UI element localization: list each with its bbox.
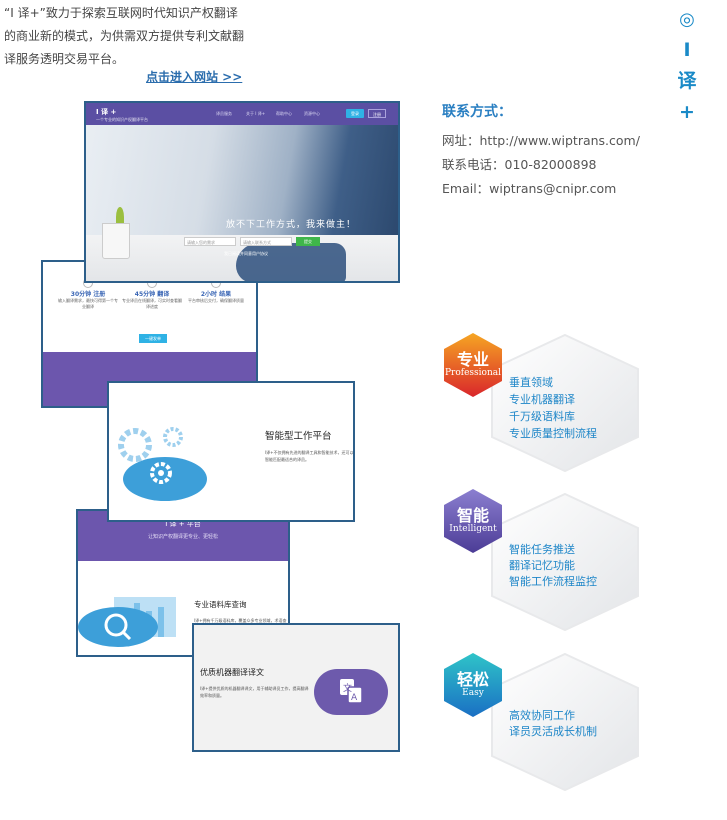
one-click-order-button[interactable]: 一键发单 <box>139 334 167 343</box>
pen-cup <box>102 223 130 259</box>
agreement-checkbox[interactable]: 我已阅读并同意用户协议 <box>224 251 268 256</box>
vertical-brand: ◎ I 译 + <box>676 4 698 128</box>
contact-email[interactable]: Email：wiptrans@cnipr.com <box>442 181 617 196</box>
svg-text:A: A <box>351 693 358 703</box>
submit-button[interactable]: 提交 <box>296 237 320 246</box>
badge-professional: 专业 Professional <box>440 332 506 398</box>
hero-slogan: 放不下工作方式，我来做主！ <box>226 220 357 230</box>
feature-item: 垂直领域 <box>509 376 553 389</box>
contact-input[interactable]: 请输入联系方式 <box>240 237 292 246</box>
feature-item: 高效协同工作 <box>509 709 575 722</box>
feature-item: 翻译记忆功能 <box>509 559 575 572</box>
nav-item-2[interactable]: 关于 I 译+ <box>246 111 266 116</box>
need-input[interactable]: 请输入您的需求 <box>184 237 236 246</box>
feature-desc: I译+不仅拥有先进的翻译工具和智能技术，还可以智能匹配最适合的译员。 <box>265 450 354 462</box>
site-logo: I 译 + 一个专业的知识产权翻译平台 <box>96 108 148 122</box>
contact-title: 联系方式： <box>442 104 512 120</box>
feature-item: 专业机器翻译 <box>509 393 575 406</box>
enter-site-link[interactable]: 点击进入网站 >> <box>146 70 243 84</box>
feature-desc: I译+提供优质的机器翻译译文，用于辅助译员工作，提高翻译效率和质量。 <box>200 686 309 698</box>
nav-item-4[interactable]: 资源中心 <box>304 111 320 116</box>
site-navbar: I 译 + 一个专业的知识产权翻译平台 译员服务 关于 I 译+ 帮助中心 资源… <box>86 103 398 125</box>
contact-website[interactable]: 网址：http://www.wiptrans.com/ <box>442 133 640 148</box>
register-button[interactable]: 注册 <box>368 109 386 118</box>
feature-item: 专业质量控制流程 <box>509 427 597 440</box>
ring-icon: ◎ <box>679 9 695 30</box>
screenshot-smart-platform: 智能型工作平台 I译+不仅拥有先进的翻译工具和智能技术，还可以智能匹配最适合的译… <box>107 381 355 522</box>
translate-cloud-icon: 文 A <box>314 669 388 715</box>
screenshot-machine-translation: 优质机器翻译译文 I译+提供优质的机器翻译译文，用于辅助译员工作，提高翻译效率和… <box>192 623 400 752</box>
gear-cloud-icon <box>118 427 207 501</box>
intro-line-3: 译服务透明交易平台。 <box>4 52 125 66</box>
brand-char-i: I <box>683 39 691 61</box>
svg-text:文: 文 <box>343 682 352 694</box>
contact-phone: 联系电话：010-82000898 <box>442 157 597 172</box>
feature-item: 译员灵活成长机制 <box>509 725 597 738</box>
feature-title: 专业语料库查询 <box>194 600 247 609</box>
feature-item: 智能任务推送 <box>509 543 575 556</box>
brand-char-plus: + <box>679 101 695 123</box>
hero-photo: 放不下工作方式，我来做主！ 请输入您的需求 请输入联系方式 提交 我已阅读并同意… <box>86 125 398 281</box>
feature-title: 优质机器翻译译文 <box>200 668 264 677</box>
feature-title: 智能型工作平台 <box>265 431 332 442</box>
login-button[interactable]: 登录 <box>346 109 364 118</box>
badge-intelligent: 智能 Intelligent <box>440 488 506 554</box>
platform-tagline: 让知识产权翻译更专业、更轻松 <box>147 534 218 540</box>
platform-title: I 译 + 平台 <box>165 520 201 528</box>
intro-line-2: 的商业新的模式，为供需双方提供专利文献翻 <box>4 29 245 43</box>
brand-char-yi: 译 <box>677 70 697 92</box>
intro-line-1: “I 译+”致力于探索互联网时代知识产权翻译 <box>4 6 238 20</box>
feature-item: 千万级语料库 <box>509 410 575 423</box>
nav-item-1[interactable]: 译员服务 <box>216 111 232 116</box>
intro-text: “I 译+”致力于探索互联网时代知识产权翻译 的商业新的模式，为供需双方提供专利… <box>4 2 254 71</box>
feature-item: 智能工作流程监控 <box>509 575 597 588</box>
nav-item-3[interactable]: 帮助中心 <box>276 111 292 116</box>
search-cloud-icon <box>78 597 176 647</box>
screenshot-homepage: 放不下工作方式，我来做主！ 请输入您的需求 请输入联系方式 提交 我已阅读并同意… <box>84 101 400 283</box>
badge-easy: 轻松 Easy <box>440 652 506 718</box>
